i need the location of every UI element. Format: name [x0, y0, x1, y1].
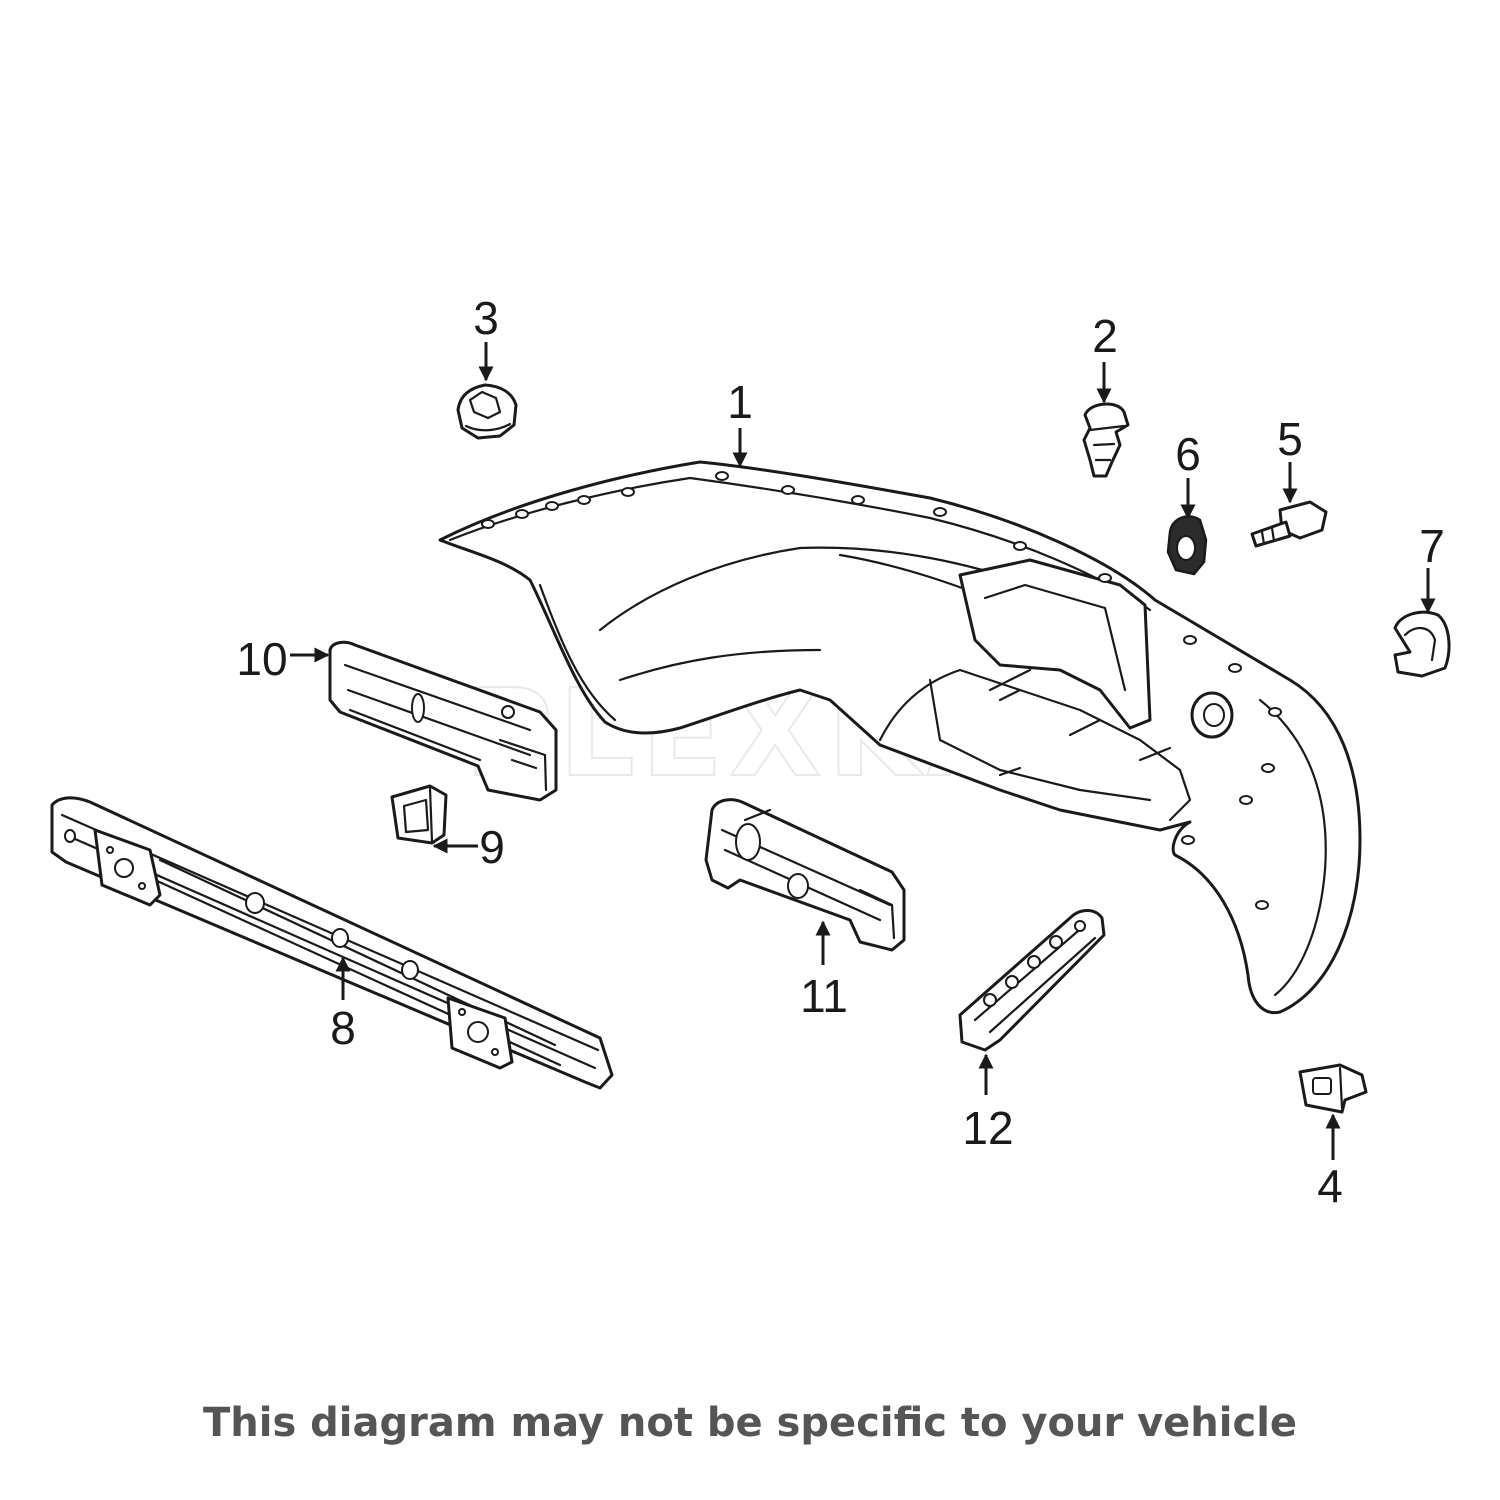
energy-absorber-part-11: [704, 798, 906, 952]
callout-10: 10: [236, 633, 287, 685]
callout-2: 2: [1092, 310, 1118, 362]
bumper-cover-part-1: [438, 460, 1362, 1015]
clip-part-7: [1393, 610, 1451, 678]
callout-numbers: 1 2 3 4 5 6 7 8 9 10 11 12: [236, 292, 1444, 1212]
energy-absorber-part-10: [328, 640, 558, 802]
callout-11: 11: [800, 970, 848, 1022]
callout-8: 8: [330, 1002, 356, 1054]
callout-3: 3: [473, 292, 499, 344]
retainer-part-3: [456, 383, 518, 440]
side-bracket-part-12: [958, 909, 1106, 1052]
disclaimer-text: This diagram may not be specific to your…: [202, 1400, 1298, 1446]
reinforcement-bar-part-8: [50, 796, 614, 1090]
callout-9: 9: [479, 821, 505, 873]
callout-4: 4: [1317, 1160, 1343, 1212]
nut-part-6: [1166, 515, 1208, 576]
callout-5: 5: [1277, 413, 1303, 465]
callout-7: 7: [1419, 520, 1445, 572]
push-clip-part-2: [1082, 402, 1130, 478]
bracket-clip-part-4: [1298, 1063, 1368, 1114]
bolt-part-5: [1250, 500, 1328, 548]
leader-lines: [290, 342, 1436, 1160]
callout-12: 12: [962, 1102, 1013, 1154]
callout-6: 6: [1175, 428, 1201, 480]
callout-1: 1: [727, 376, 753, 428]
small-bracket-part-9: [390, 784, 448, 845]
bumper-mount-holes: [481, 471, 1282, 910]
